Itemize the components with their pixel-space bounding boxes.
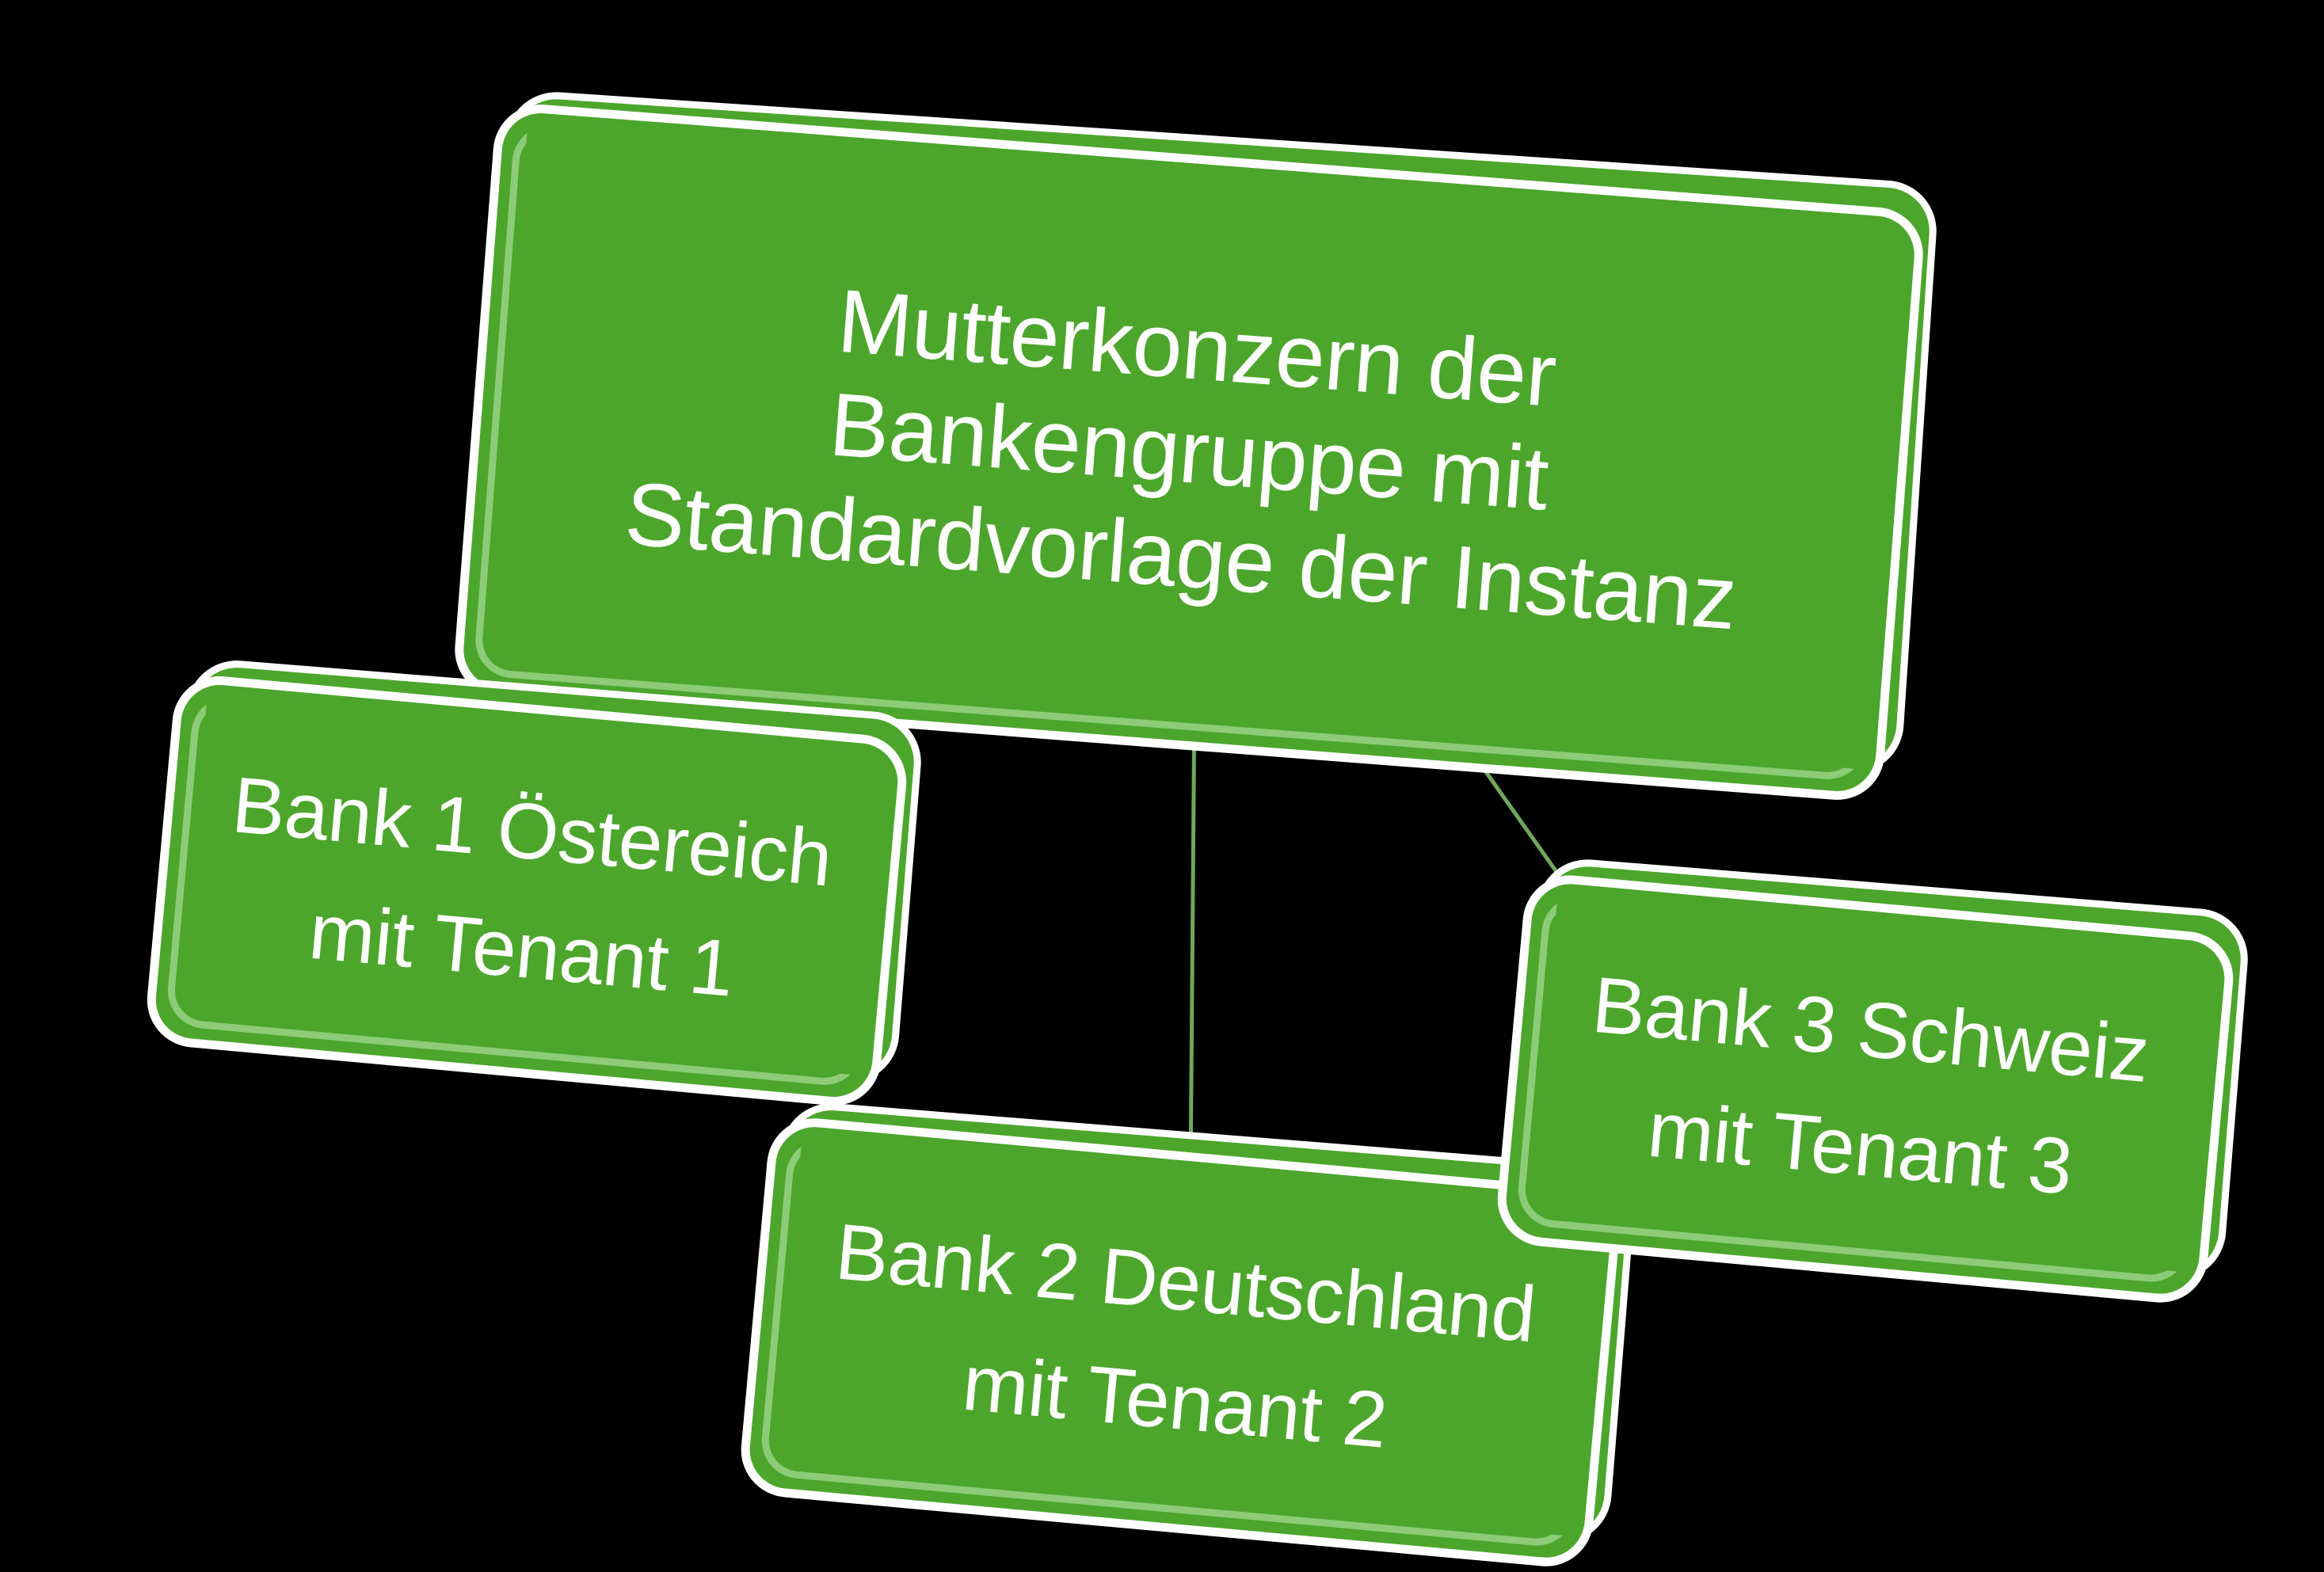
node-label-line-1: Bank 3 Schweiz [1588,960,2153,1100]
node-label: Bank 1 Östereich mit Tenant 1 [143,672,911,1110]
node-label: Bank 3 Schweiz mit Tenant 3 [1494,871,2238,1307]
node-bank-3-schweiz[interactable]: Bank 3 Schweiz mit Tenant 3 [1493,855,2252,1307]
node-label-line-2: mit Tenant 1 [305,886,737,1014]
node-label-line-1: Bank 1 Östereich [228,760,836,904]
node-bank-2-deutschland[interactable]: Bank 2 Deutschland mit Tenant 2 [737,1099,1638,1570]
node-label-line-1: Bank 2 Deutschland [832,1207,1540,1360]
node-label-line-2: mit Tenant 2 [958,1338,1391,1465]
node-label-line-2: mit Tenant 3 [1644,1084,2076,1212]
node-label: Bank 2 Deutschland mit Tenant 2 [737,1114,1623,1570]
node-bank-1-oestereich[interactable]: Bank 1 Östereich mit Tenant 1 [143,657,925,1110]
edge-root-to-bank2 [1188,698,1197,1181]
